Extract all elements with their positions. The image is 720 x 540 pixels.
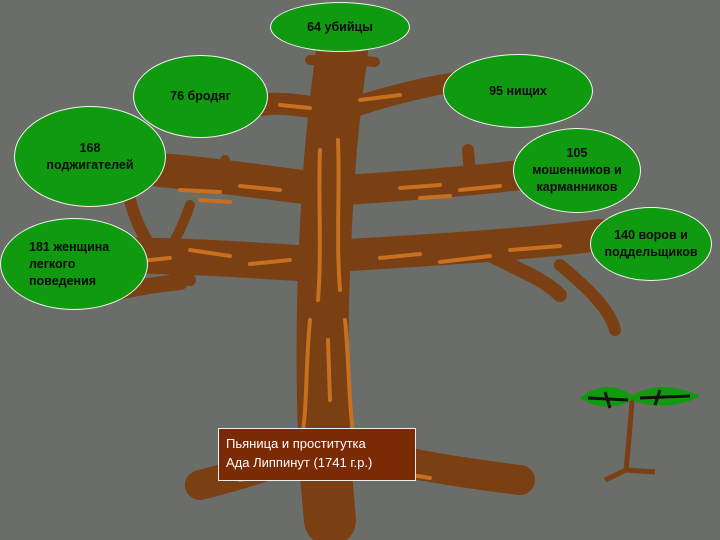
leaf-vagrants: 76 бродяг [133, 55, 268, 138]
bark-streaks [128, 93, 562, 482]
root-caption: Пьяница и проститутка Ада Липпинут (1741… [218, 428, 416, 481]
leaf-beggars: 95 нищих [443, 54, 593, 128]
leaf-thieves: 140 воров и поддельщиков [590, 207, 712, 281]
leaf-women: 181 женщина легкого поведения [0, 218, 148, 310]
leaf-killers: 64 убийцы [270, 2, 410, 52]
leaf-swindlers: 105 мошенников и карманников [513, 128, 641, 213]
sapling-drawing [580, 386, 700, 483]
leaf-arsonists: 168 поджигателей [14, 106, 166, 207]
